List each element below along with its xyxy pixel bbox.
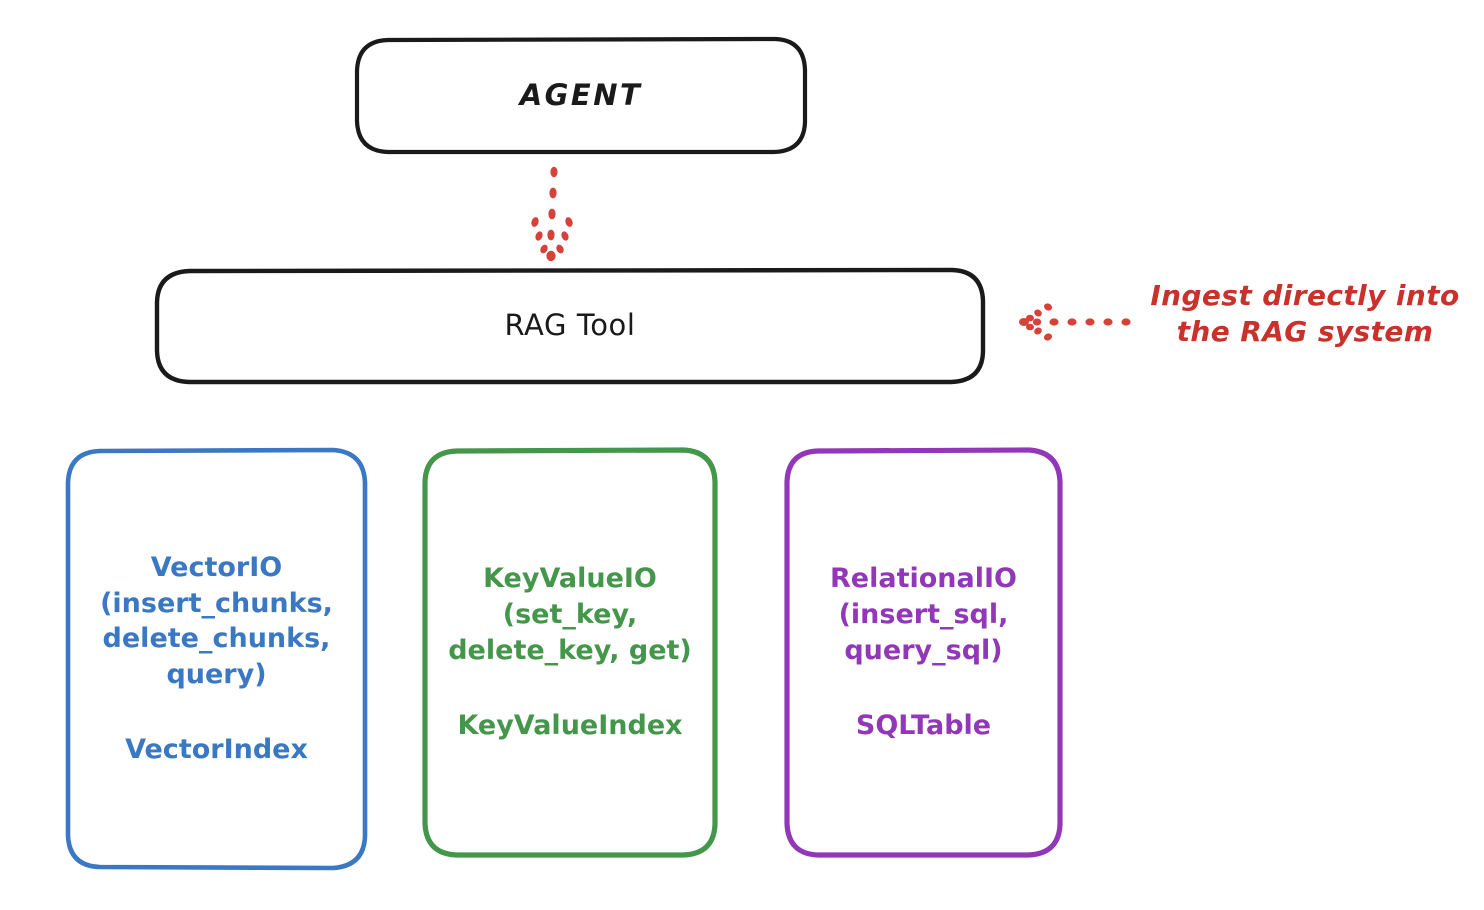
ingest-annotation-label: Ingest directly into the RAG system bbox=[1150, 279, 1460, 349]
vectorio-card-text: VectorIO (insert_chunks, delete_chunks, … bbox=[68, 450, 365, 868]
relationalio-index-label: SQLTable bbox=[855, 710, 992, 742]
agent-to-ragtool-dotted-arrow bbox=[531, 166, 573, 262]
vectorio-api-label: VectorIO (insert_chunks, delete_chunks, … bbox=[100, 551, 333, 690]
relationalio-api-label: RelationalIO (insert_sql, query_sql) bbox=[830, 563, 1017, 666]
keyvalueio-card-text: KeyValueIO (set_key, delete_key, get) Ke… bbox=[425, 450, 715, 855]
agent-node-label: AGENT bbox=[519, 77, 643, 112]
ragtool-node-label: RAG Tool bbox=[504, 308, 636, 343]
keyvalueio-index-label: KeyValueIndex bbox=[457, 710, 683, 742]
vectorio-index-label: VectorIndex bbox=[125, 734, 308, 766]
keyvalueio-api-label: KeyValueIO (set_key, delete_key, get) bbox=[448, 563, 692, 666]
relationalio-card-text: RelationalIO (insert_sql, query_sql) SQL… bbox=[787, 450, 1060, 855]
ingest-dotted-arrow bbox=[1019, 303, 1131, 341]
